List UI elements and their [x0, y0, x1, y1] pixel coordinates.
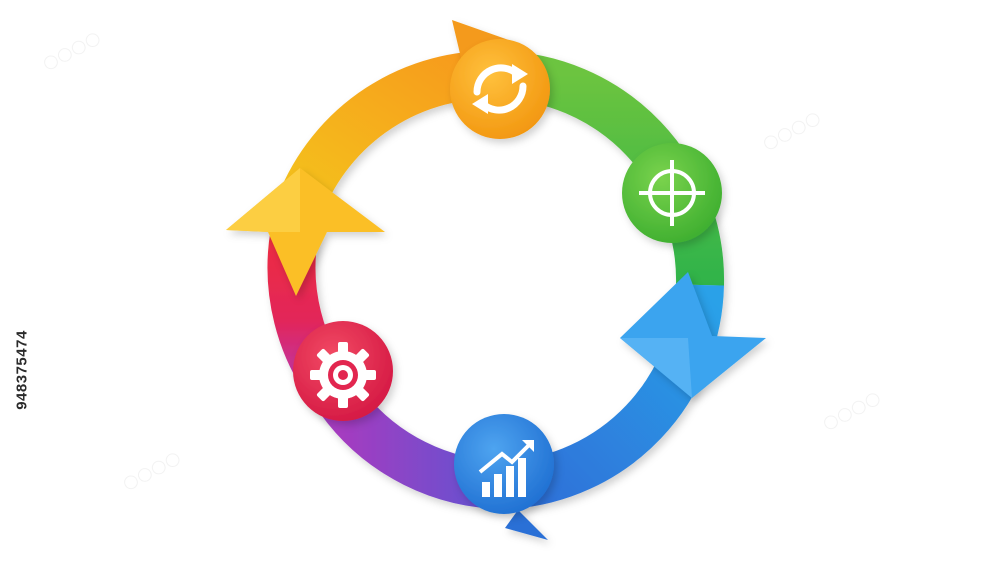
settings-node [293, 321, 393, 421]
crosshair-icon [639, 160, 705, 226]
stock-id-text: 948375474 [13, 330, 31, 410]
refresh-icon [473, 64, 527, 114]
gear-icon [310, 342, 376, 408]
stock-id-label: 948375474 [4, 270, 40, 470]
arrow-down-icon [620, 272, 766, 398]
arrow-heads [226, 20, 766, 540]
refresh-node [450, 39, 550, 139]
target-node [622, 143, 722, 243]
chart-node [454, 414, 554, 514]
growth-chart-icon [478, 440, 534, 497]
arrow-bottom-icon [505, 510, 548, 540]
